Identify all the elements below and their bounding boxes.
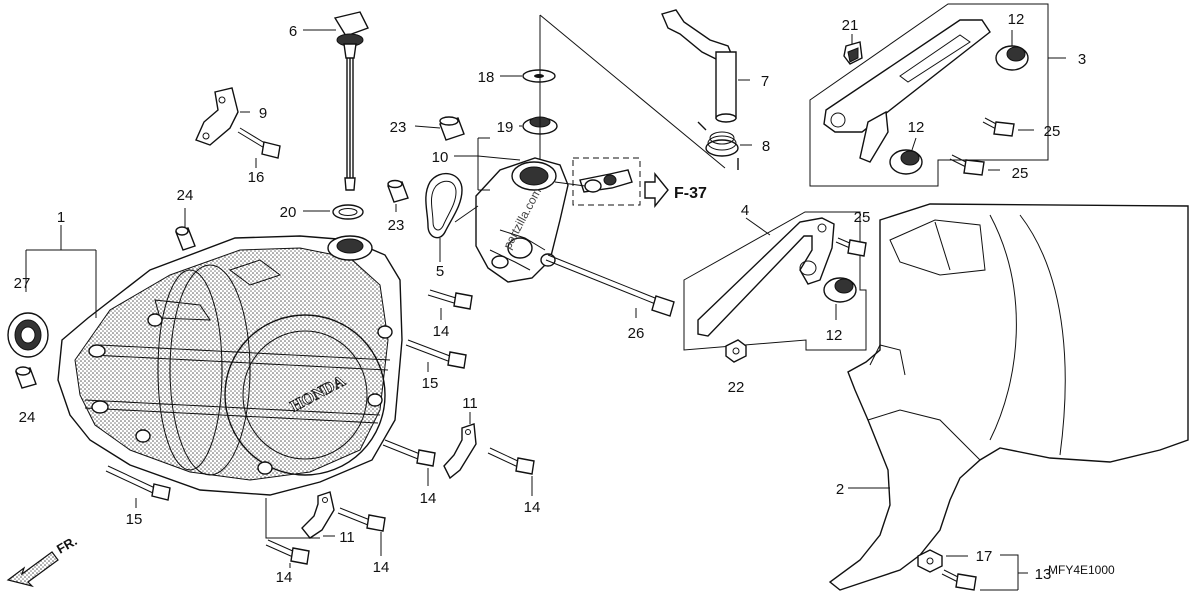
crankcase-cover-part[interactable] — [57, 235, 403, 496]
bolt-25a-part[interactable] — [982, 117, 1015, 137]
callout-25b[interactable]: 25 — [1012, 165, 1029, 182]
callout-24b[interactable]: 24 — [19, 409, 36, 426]
callout-15b[interactable]: 15 — [126, 511, 143, 528]
callout-5[interactable]: 5 — [436, 263, 444, 280]
side-cover-part[interactable] — [828, 203, 1189, 591]
callout-14e[interactable]: 14 — [373, 559, 390, 576]
grommet-12c-part[interactable] — [823, 277, 857, 303]
callout-25c[interactable]: 25 — [854, 209, 871, 226]
front-direction-label: FR. — [54, 533, 80, 556]
callout-8[interactable]: 8 — [762, 138, 770, 155]
bracket-part[interactable] — [195, 87, 239, 146]
grommet-12a-part[interactable] — [995, 45, 1029, 71]
spring-part[interactable] — [697, 121, 739, 170]
bolt-14c-part[interactable] — [487, 447, 535, 475]
callout-1[interactable]: 1 — [57, 209, 65, 226]
bolt-15a-part[interactable] — [405, 339, 467, 369]
callout-16[interactable]: 16 — [248, 169, 265, 186]
callout-4[interactable]: 4 — [741, 202, 749, 219]
bolt-25b-part[interactable] — [949, 154, 985, 176]
callout-11b[interactable]: 11 — [339, 529, 355, 546]
bolt-15b-part[interactable] — [105, 465, 171, 501]
bearing-part[interactable] — [7, 312, 49, 358]
nut-17-part[interactable] — [917, 549, 943, 573]
callout-15a[interactable]: 15 — [422, 375, 439, 392]
diagram-code: MFY4E1000 — [1048, 563, 1115, 577]
callout-21[interactable]: 21 — [842, 17, 859, 34]
oil-filler-cap-part[interactable] — [333, 11, 369, 191]
callout-25a[interactable]: 25 — [1044, 123, 1061, 140]
callout-3[interactable]: 3 — [1078, 51, 1086, 68]
callout-22[interactable]: 22 — [728, 379, 745, 396]
pump-body-part[interactable] — [475, 157, 569, 283]
bolt-14a-part[interactable] — [427, 289, 473, 310]
nut-22-part[interactable] — [725, 339, 747, 363]
callout-14d[interactable]: 14 — [276, 569, 293, 586]
washer-18-part[interactable] — [522, 69, 556, 83]
shaft-part[interactable] — [661, 9, 737, 123]
bolt-25c-part[interactable] — [835, 237, 867, 257]
screw-17b-part[interactable] — [941, 569, 977, 591]
bolt-14e-part[interactable] — [337, 507, 386, 532]
callout-19[interactable]: 19 — [497, 119, 514, 136]
callout-26[interactable]: 26 — [628, 325, 645, 342]
sleeve-23b-part[interactable] — [387, 179, 409, 203]
o-ring-part[interactable] — [332, 204, 364, 220]
bolt-14d-part[interactable] — [265, 539, 310, 565]
grommet-12b-part[interactable] — [889, 149, 923, 175]
plate-3-part[interactable] — [823, 19, 991, 163]
gasket-part[interactable] — [425, 172, 463, 239]
front-direction-arrow-icon — [6, 551, 59, 588]
long-bolt-part[interactable] — [545, 254, 675, 317]
callout-14a[interactable]: 14 — [433, 323, 450, 340]
dowel-pin-part[interactable] — [15, 226, 196, 389]
callout-23a[interactable]: 23 — [390, 119, 407, 136]
bracket-4-part[interactable] — [697, 217, 835, 337]
bolt-16-part[interactable] — [237, 127, 281, 159]
callout-14b[interactable]: 14 — [420, 490, 437, 507]
ref-arrow — [644, 172, 669, 208]
bolt-14b-part[interactable] — [382, 439, 436, 467]
callout-10[interactable]: 10 — [432, 149, 449, 166]
callout-24a[interactable]: 24 — [177, 187, 194, 204]
clamp-11b-part[interactable] — [301, 491, 335, 539]
clip-21-part[interactable] — [843, 41, 863, 65]
callout-9[interactable]: 9 — [259, 105, 267, 122]
callout-20[interactable]: 20 — [280, 204, 297, 221]
callout-14c[interactable]: 14 — [524, 499, 541, 516]
callout-7[interactable]: 7 — [761, 73, 769, 90]
callout-12c[interactable]: 12 — [826, 327, 843, 344]
clamp-11a-part[interactable] — [443, 423, 477, 480]
callout-6[interactable]: 6 — [289, 23, 297, 40]
callout-17[interactable]: 17 — [976, 548, 993, 565]
callout-18[interactable]: 18 — [478, 69, 495, 86]
sleeve-23a-part[interactable] — [439, 116, 465, 141]
joint-fitting-part[interactable] — [572, 157, 641, 206]
callout-2[interactable]: 2 — [836, 481, 844, 498]
callout-11a[interactable]: 11 — [462, 395, 478, 412]
ref-label-f37[interactable]: F-37 — [674, 185, 707, 202]
callout-23b[interactable]: 23 — [388, 217, 405, 234]
callout-13[interactable]: 13 — [1035, 566, 1052, 583]
callout-27[interactable]: 27 — [14, 275, 31, 292]
callout-12a[interactable]: 12 — [1008, 11, 1025, 28]
callout-12b[interactable]: 12 — [908, 119, 925, 136]
